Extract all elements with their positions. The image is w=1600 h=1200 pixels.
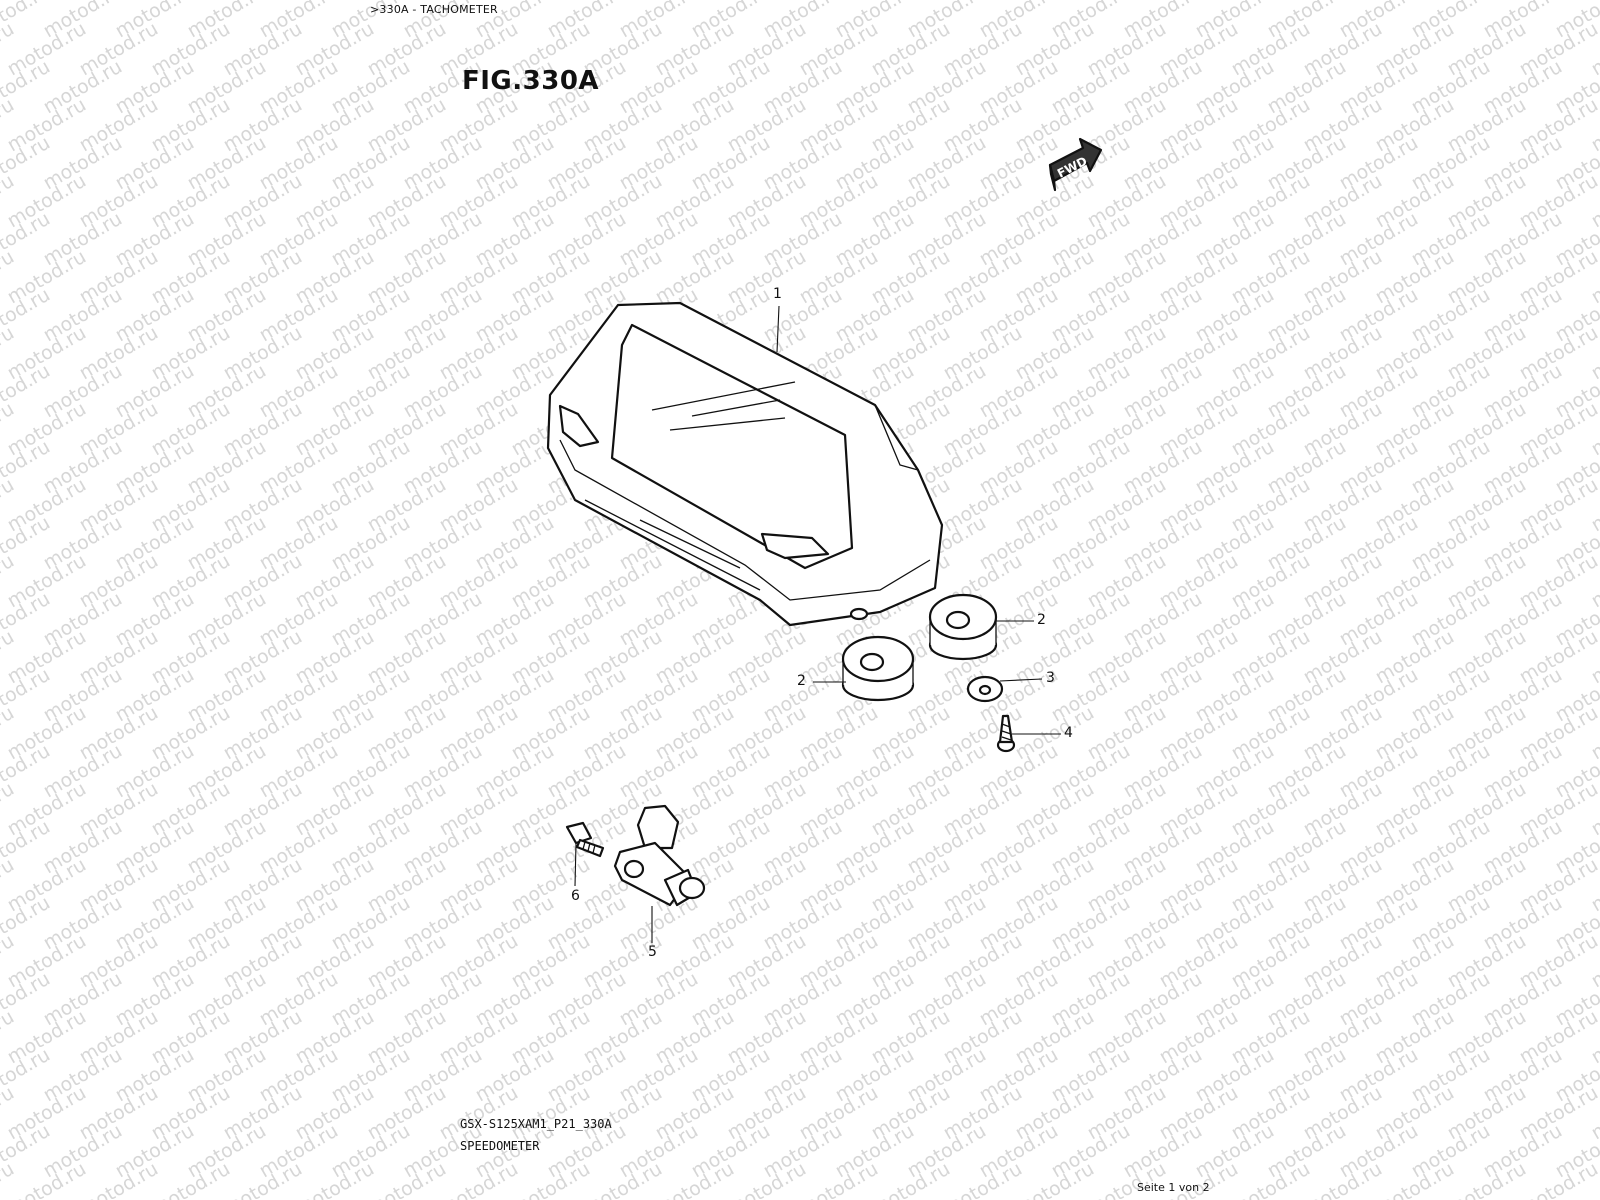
- leader-6: [574, 842, 577, 887]
- speed-sensor: [613, 804, 706, 907]
- callout-3: 3: [1046, 670, 1055, 686]
- breadcrumb: >330A - TACHOMETER: [370, 3, 498, 16]
- callout-4: 4: [1064, 725, 1073, 741]
- meter-assembly: [546, 301, 944, 627]
- callout-5: 5: [648, 944, 657, 960]
- figure-description: SPEEDOMETER: [460, 1139, 540, 1153]
- leader-1: [776, 305, 780, 353]
- leader-3: [999, 678, 1043, 682]
- callout-2: 2: [1037, 612, 1046, 628]
- grommet-left: [841, 635, 915, 702]
- figure-title: FIG.330A: [462, 66, 600, 96]
- screw: [996, 714, 1016, 753]
- callout-6: 6: [571, 888, 580, 904]
- grommet-right: [928, 593, 998, 661]
- model-code: GSX-S125XAM1_P21_330A: [460, 1117, 612, 1131]
- callout-2: 2: [797, 673, 806, 689]
- fwd-arrow-icon: FWD: [1048, 137, 1103, 192]
- page-number: Seite 1 von 2: [1137, 1181, 1210, 1194]
- washer: [966, 675, 1004, 703]
- callout-1: 1: [773, 286, 782, 302]
- bolt: [565, 821, 605, 858]
